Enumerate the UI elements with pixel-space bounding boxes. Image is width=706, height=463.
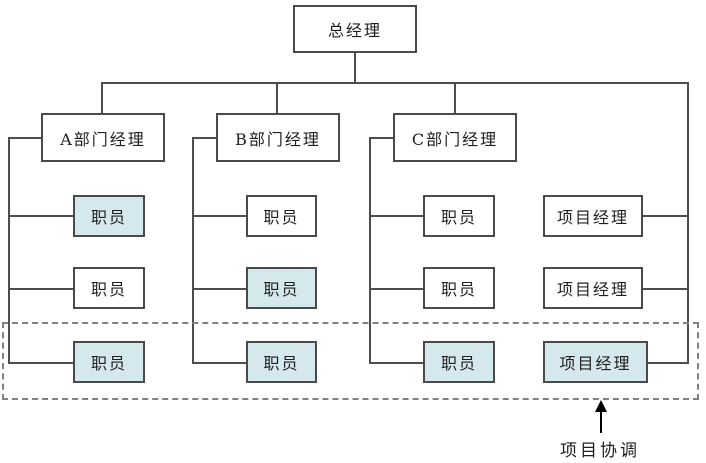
connector-b-top xyxy=(192,137,216,139)
connector-a-top xyxy=(8,137,41,139)
node-staff-b-1: 职员 xyxy=(246,195,317,237)
up-arrow-icon xyxy=(595,400,607,412)
connector-pm-stub-1 xyxy=(643,215,687,217)
node-dept-b-manager: B部门经理 xyxy=(216,113,340,162)
node-staff-b-3: 职员 xyxy=(246,341,317,383)
connector-c-top xyxy=(369,137,393,139)
connector-pm-stub-3 xyxy=(648,362,687,364)
node-staff-a-2: 职员 xyxy=(73,267,145,309)
node-project-manager-2: 项目经理 xyxy=(543,267,643,309)
project-coordination-dashed-region xyxy=(2,322,699,400)
up-arrow-shaft xyxy=(600,411,602,433)
connector-root-drop xyxy=(354,53,356,83)
node-project-manager-1: 项目经理 xyxy=(543,195,643,237)
node-general-manager: 总经理 xyxy=(293,5,417,53)
connector-c-stub-2 xyxy=(369,288,423,290)
node-dept-a-manager: A部门经理 xyxy=(41,113,165,162)
node-staff-a-1: 职员 xyxy=(73,195,145,237)
annotation-project-coordination: 项目协调 xyxy=(560,441,640,461)
connector-b-stub-1 xyxy=(192,215,246,217)
node-staff-b-2: 职员 xyxy=(246,267,317,309)
connector-b-spine xyxy=(192,137,194,364)
connector-drop-dept-b xyxy=(276,83,278,113)
connector-c-stub-1 xyxy=(369,215,423,217)
connector-b-stub-3 xyxy=(192,362,246,364)
node-staff-c-3: 职员 xyxy=(423,341,495,383)
connector-a-stub-1 xyxy=(8,215,73,217)
connector-pm-stub-2 xyxy=(643,288,687,290)
connector-a-stub-3 xyxy=(8,362,73,364)
connector-a-stub-2 xyxy=(8,288,73,290)
connector-drop-dept-a xyxy=(101,83,103,113)
connector-c-stub-3 xyxy=(369,362,423,364)
node-dept-c-manager: C部门经理 xyxy=(393,113,517,162)
node-staff-c-1: 职员 xyxy=(423,195,495,237)
connector-drop-dept-c xyxy=(454,83,456,113)
node-project-manager-3: 项目经理 xyxy=(543,341,648,383)
connector-c-spine xyxy=(369,137,371,364)
connector-a-spine xyxy=(8,137,10,364)
node-staff-c-2: 职员 xyxy=(423,267,495,309)
connector-b-stub-2 xyxy=(192,288,246,290)
connector-right-spine xyxy=(687,83,689,364)
node-staff-a-3: 职员 xyxy=(73,341,145,383)
connector-main-horizontal xyxy=(101,82,689,84)
